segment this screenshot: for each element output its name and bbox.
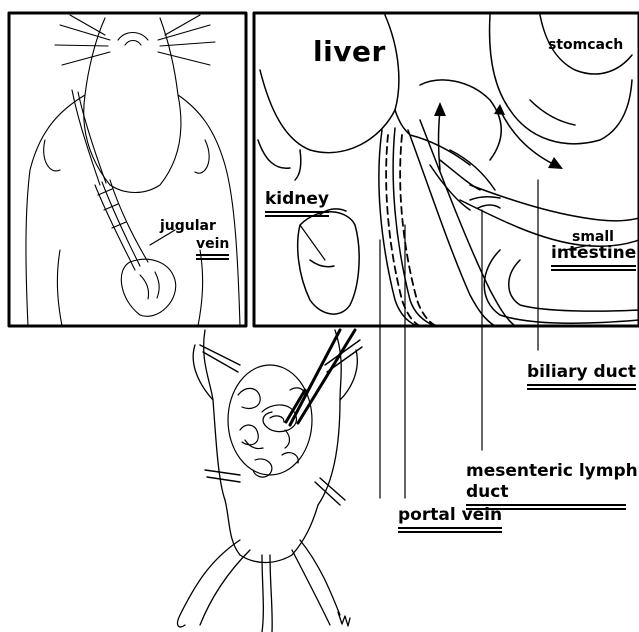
mesenteric-lymph-label: mesenteric lymph [466, 463, 638, 480]
jugular-inset-frame [9, 13, 246, 326]
leader-lines [300, 180, 590, 498]
jugular-inset-drawing [26, 15, 240, 326]
rat-body-outline [178, 330, 358, 632]
kidney-label: kidney [265, 191, 329, 217]
retraction-pins [200, 340, 362, 505]
biliary-duct-label: biliary duct [527, 364, 636, 390]
intestine-label: intestine [551, 245, 636, 271]
vein-label: vein [196, 237, 229, 260]
portal-vein-label: portal vein [398, 507, 502, 533]
stomach-label: stomcach [548, 38, 623, 52]
liver-label: liver [313, 38, 386, 66]
jugular-label: jugular [160, 219, 216, 233]
small-label: small [572, 230, 614, 244]
abdominal-inset-frame [254, 13, 639, 326]
